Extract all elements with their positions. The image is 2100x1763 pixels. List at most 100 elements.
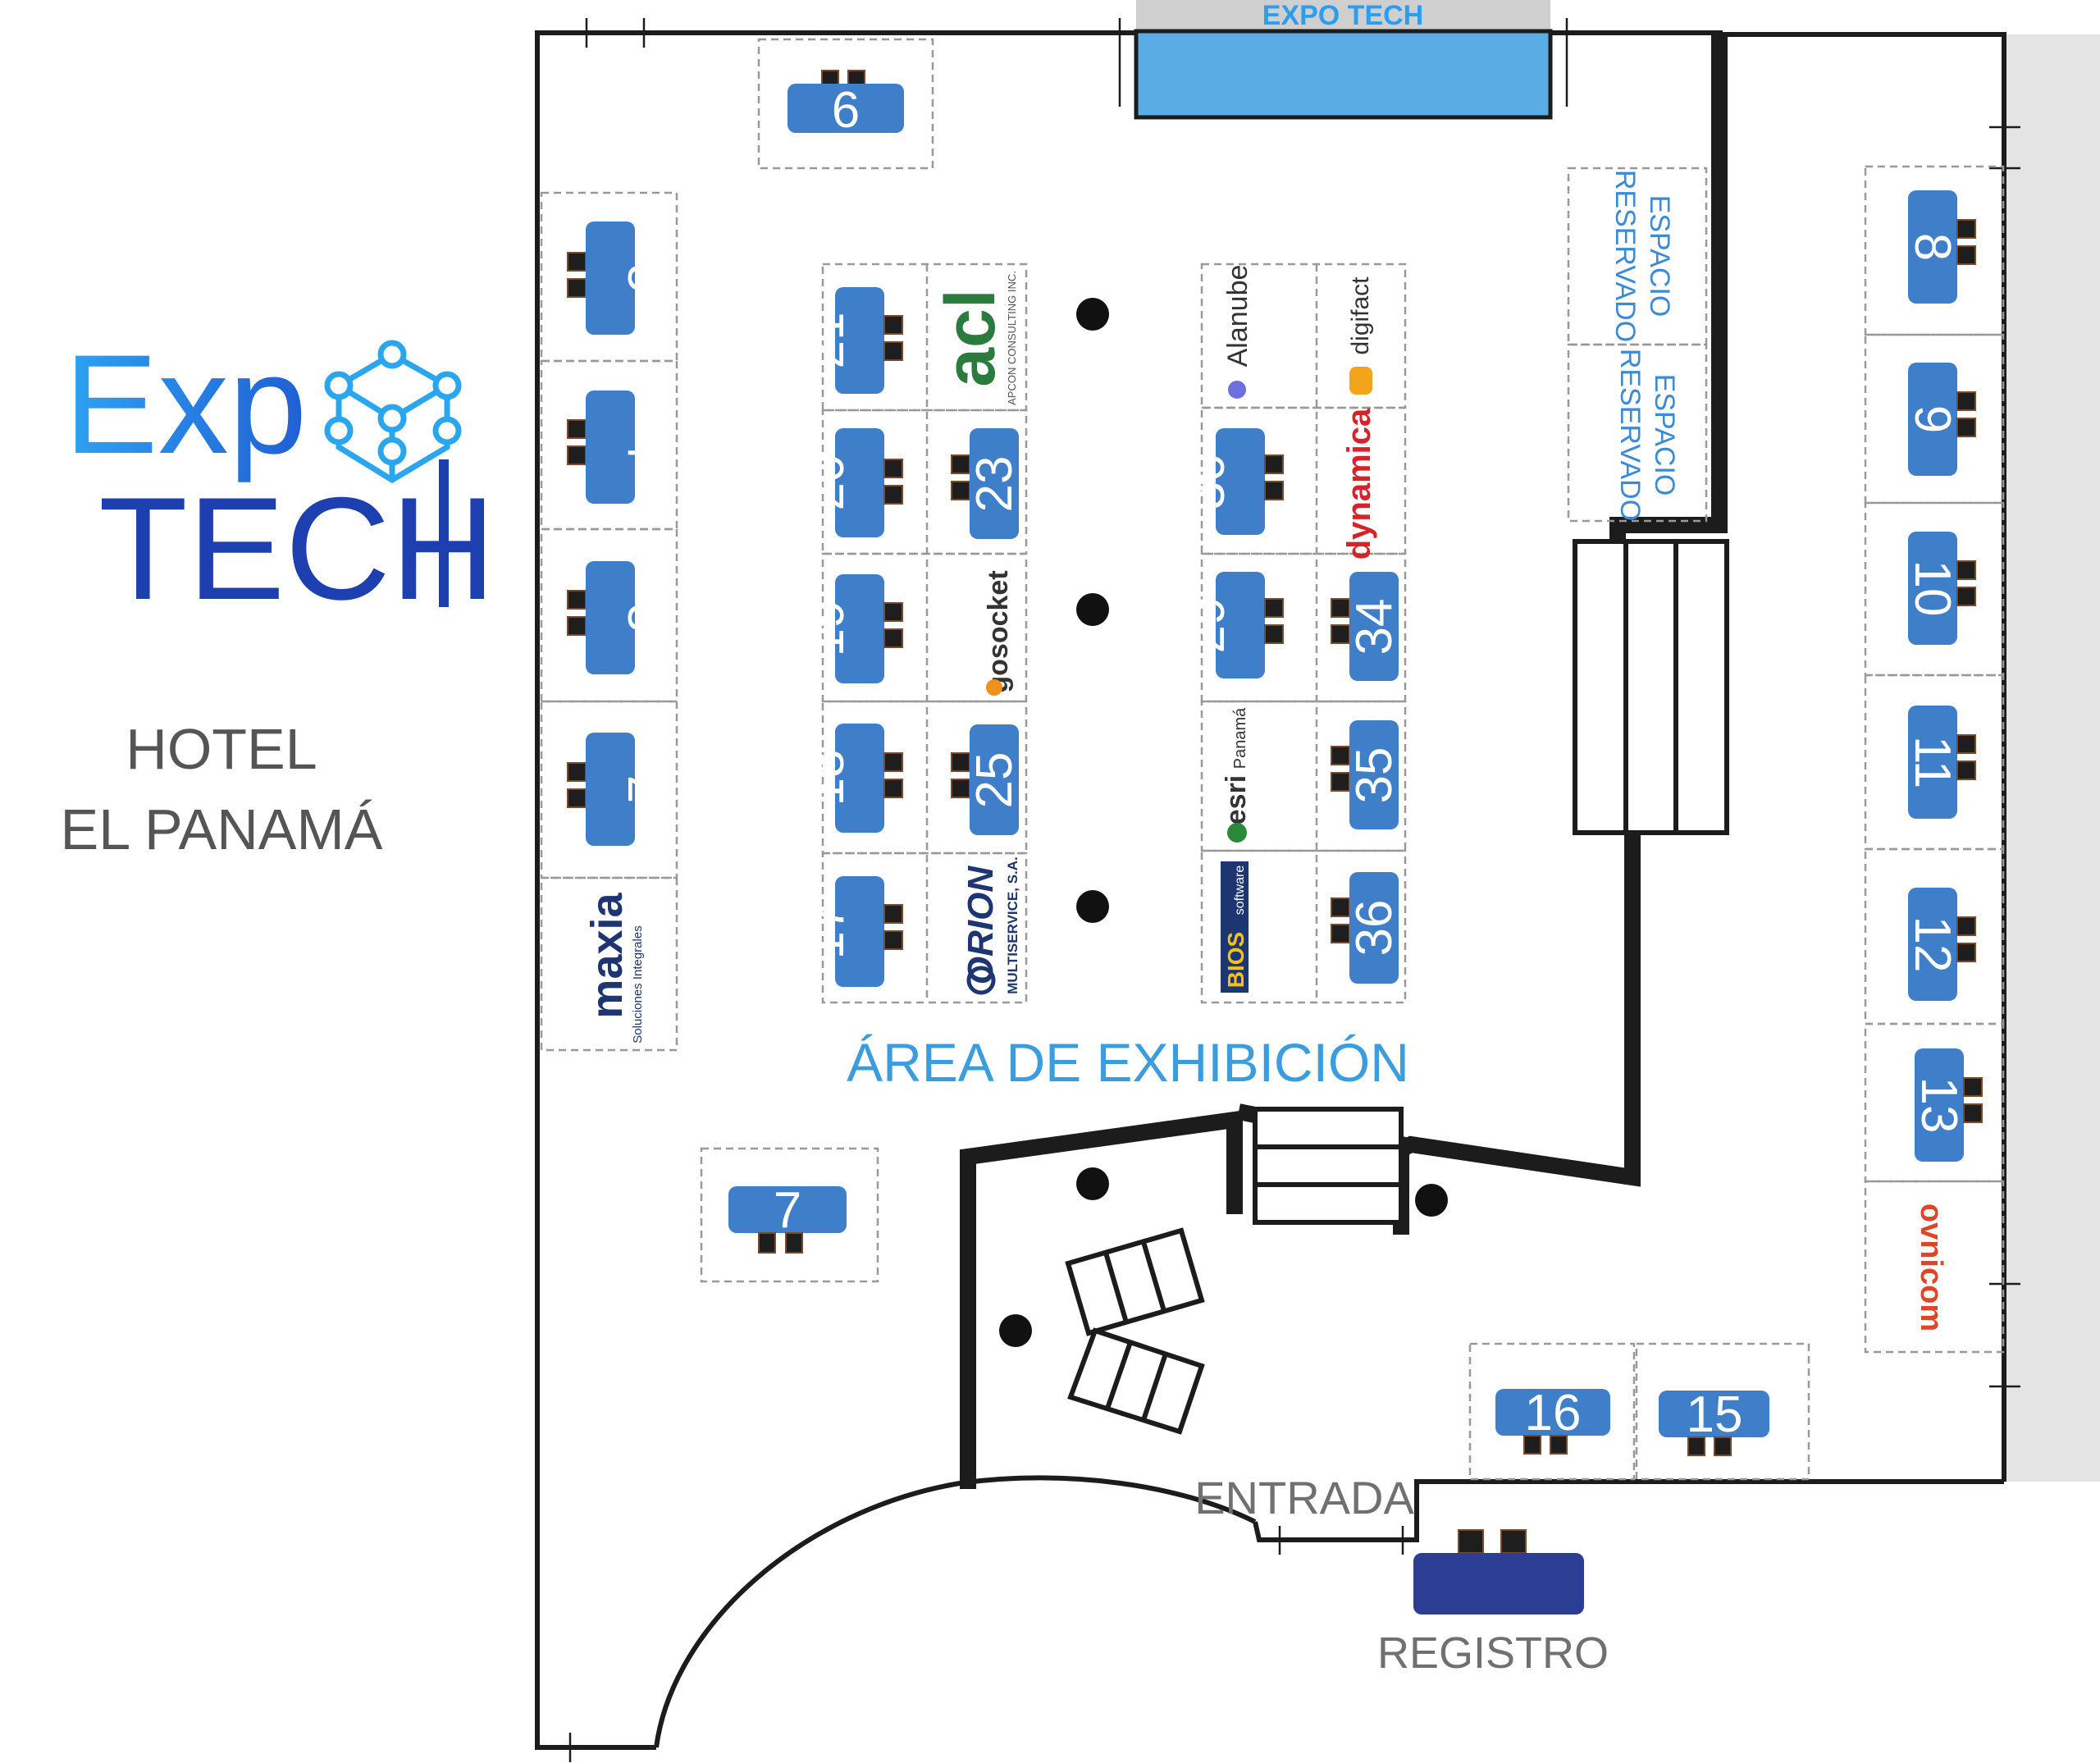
digifact-icon [1349,367,1372,395]
acl-logo-text: acl [931,289,1010,387]
booth-number: 8 [1904,233,1961,261]
booth-36[interactable]: 36 [1331,872,1403,984]
booth-number: 34 [1346,599,1403,655]
staircase-center [1253,1107,1404,1225]
booth-9[interactable]: 9 [1904,363,1976,476]
exhibition-area-label: ÁREA DE EXHIBICIÓN [847,1032,1409,1093]
booth-15[interactable]: 15 [1659,1386,1769,1456]
alanube-icon [1228,381,1246,399]
booth-number: 19 [798,601,855,657]
booth-number: 21 [798,313,855,369]
booth-5[interactable]: 5 [567,222,673,335]
booth-number: 36 [1346,900,1403,957]
stage-banner-text: EXPO TECH [1262,0,1423,31]
booth-number: 9 [1904,405,1961,433]
booth-number: 3 [617,604,673,632]
booth-21[interactable]: 21 [798,287,903,394]
bios-logo-text: BIOS [1223,932,1249,988]
booth-3[interactable]: 3 [567,561,673,674]
booth-12[interactable]: 12 [1904,888,1976,1001]
booth-19[interactable]: 19 [798,574,903,683]
bios-logo-bg [1221,861,1249,993]
booth-10[interactable]: 10 [1904,532,1976,645]
sponsor-maxia[interactable]: maxia Soluciones Integrales [582,892,645,1043]
booth-18[interactable]: 18 [798,724,903,833]
booth-number: 15 [1687,1386,1743,1443]
reserved-1-line-1: ESPACIO [1644,195,1675,317]
booth-number: 29 [1179,597,1235,654]
booth-number: 16 [1525,1385,1582,1441]
booth-30[interactable]: 30 [1179,428,1284,535]
sponsor-acl[interactable]: acl APCON CONSULTING INC. [931,271,1018,405]
sponsor-ovnicom[interactable]: ovnicom [1914,1203,1948,1331]
booth-number: 23 [966,456,1023,513]
booth-number: 6 [832,82,860,139]
reserved-1-line-2: RESERVADO [1609,170,1641,342]
columns [999,298,1448,1347]
venue-line-2: EL PANAMÁ [61,797,383,861]
reserved-space-1: ESPACIO RESERVADO [1567,167,1708,346]
booth-4[interactable]: 4 [567,391,673,504]
orion-icon [966,966,996,995]
booth-number: 11 [1904,736,1961,788]
alanube-logo-text: Alanube [1222,265,1253,368]
booth-outlines [540,38,2005,1481]
logo-exp-text: Exp [64,326,307,483]
booth-34[interactable]: 34 [1331,572,1403,681]
digifact-logo-text: digifact [1347,276,1374,355]
booth-number: 4 [617,433,673,461]
sponsor-dynamica[interactable]: dynamica [1341,408,1377,560]
cube-icon [324,340,462,484]
maxia-subtitle: Soluciones Integrales [631,925,645,1043]
booth-number: 35 [1346,747,1403,804]
stage: EXPO TECH [1134,0,1553,120]
reserved-2-line-1: ESPACIO [1649,374,1680,496]
expo-tech-logo: Exp TECH [64,326,496,630]
booth-13[interactable]: 13 [1911,1048,1983,1162]
booth-6[interactable]: 6 [788,70,904,139]
booth-20[interactable]: 20 [798,428,903,537]
venue-line-1: HOTEL [126,717,317,781]
booth-16[interactable]: 16 [1495,1385,1610,1455]
entrance-label: ENTRADA [1194,1472,1414,1523]
booth-17[interactable]: 17 [798,876,903,987]
exterior-strip [2004,34,2100,1482]
booth-8[interactable]: 8 [1904,190,1976,304]
booth-25[interactable]: 25 [951,724,1023,835]
dynamica-logo-text: dynamica [1341,408,1377,560]
staircase-angled-bottom [1067,1327,1205,1435]
esri-globe-icon [1227,823,1247,843]
sponsor-alanube[interactable]: Alanube [1222,265,1253,399]
esri-logo-text: esri [1221,775,1252,825]
booth-number: 30 [1179,454,1235,510]
registration-desk[interactable] [1413,1529,1584,1615]
booth-number: 13 [1911,1077,1967,1134]
booth-29[interactable]: 29 [1179,572,1284,678]
booth-number: 7 [774,1182,801,1239]
reserved-space-2: ESPACIO RESERVADO [1567,343,1708,523]
booth-7[interactable]: 7 [728,1182,847,1254]
sponsor-digifact[interactable]: digifact [1347,276,1374,395]
esri-subtitle: Panamá [1231,707,1249,769]
staircase-angled-top [1065,1227,1205,1336]
sponsor-bios[interactable]: BIOS software [1221,861,1249,993]
acl-subtitle: APCON CONSULTING INC. [1006,271,1018,405]
booth-11[interactable]: 11 [1904,706,1976,819]
reserved-2-line-2: RESERVADO [1614,349,1646,521]
maxia-logo-text: maxia [582,892,632,1018]
booth-number: 2 [617,775,673,803]
wall-ticks [568,18,2020,1762]
sponsor-orion[interactable]: ORION MULTISERVICE, S.A. [961,856,1020,995]
sponsor-gosocket[interactable]: gosocket [983,570,1014,696]
booth-23[interactable]: 23 [951,428,1023,539]
logo-tech-text: TECH [98,467,496,630]
booth-2[interactable]: 2 [567,733,673,846]
gosocket-icon [986,679,1002,696]
sponsor-esri[interactable]: esri Panamá [1221,707,1252,843]
booth-35[interactable]: 35 [1331,720,1403,829]
gosocket-logo-text: gosocket [983,570,1014,692]
booth-number: 10 [1904,560,1961,617]
ovnicom-logo-text: ovnicom [1914,1203,1948,1331]
orion-subtitle: MULTISERVICE, S.A. [1005,856,1020,994]
